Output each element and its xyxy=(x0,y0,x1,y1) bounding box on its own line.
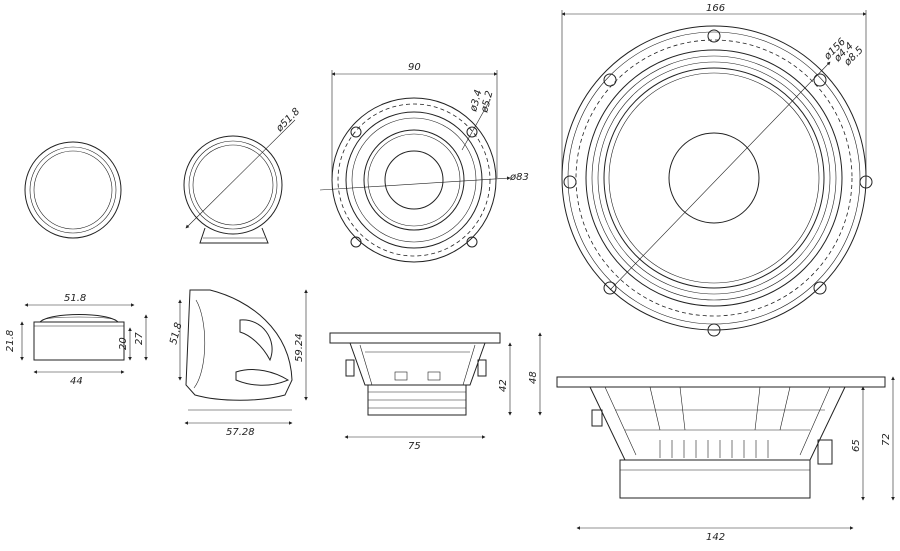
dim-woofer-width: 166 xyxy=(706,3,725,14)
dim-woofer-height-a: 65 xyxy=(851,439,862,452)
dim-tweeter-swivel-width: 51.8 xyxy=(168,321,184,345)
dim-mid-side-height-b: 48 xyxy=(528,371,539,384)
dim-tweeter-swivel-depth: 57.28 xyxy=(226,427,255,438)
dim-tweeter-height-b: 20 xyxy=(118,337,129,350)
tweeter-front-view xyxy=(24,141,122,239)
midrange-side-view: 75 42 48 xyxy=(329,332,542,452)
dim-mid-side-height-a: 42 xyxy=(498,379,509,392)
dim-woofer-height-b: 72 xyxy=(881,433,892,446)
dim-tweeter-mount-diameter: ø51.8 xyxy=(274,106,303,135)
dim-tweeter-base-width: 44 xyxy=(70,376,83,387)
dim-woofer-depth-width: 142 xyxy=(706,532,725,543)
tweeter-side-view: 51.8 44 21.8 20 27 xyxy=(5,293,148,387)
dim-mid-outer-diameter: ø83 xyxy=(509,172,529,183)
woofer-front-view: 166 ø156 ø4.4 ø8.5 xyxy=(561,3,873,337)
tweeter-swivel-side-view: 57.28 51.8 59.24 xyxy=(168,289,308,438)
woofer-side-view: 142 65 72 xyxy=(556,376,895,543)
tweeter-swivel-front-view: ø51.8 xyxy=(183,106,303,244)
midrange-front-view: 90 ø83 ø3.4 ø5.2 xyxy=(319,62,529,263)
dim-tweeter-swivel-height: 59.24 xyxy=(294,333,305,362)
dim-mid-width: 90 xyxy=(408,62,421,73)
dim-tweeter-height-c: 27 xyxy=(134,332,145,345)
dim-tweeter-height-a: 21.8 xyxy=(5,330,16,352)
dim-tweeter-grille-width: 51.8 xyxy=(64,293,86,304)
dim-mid-side-width: 75 xyxy=(408,441,421,452)
